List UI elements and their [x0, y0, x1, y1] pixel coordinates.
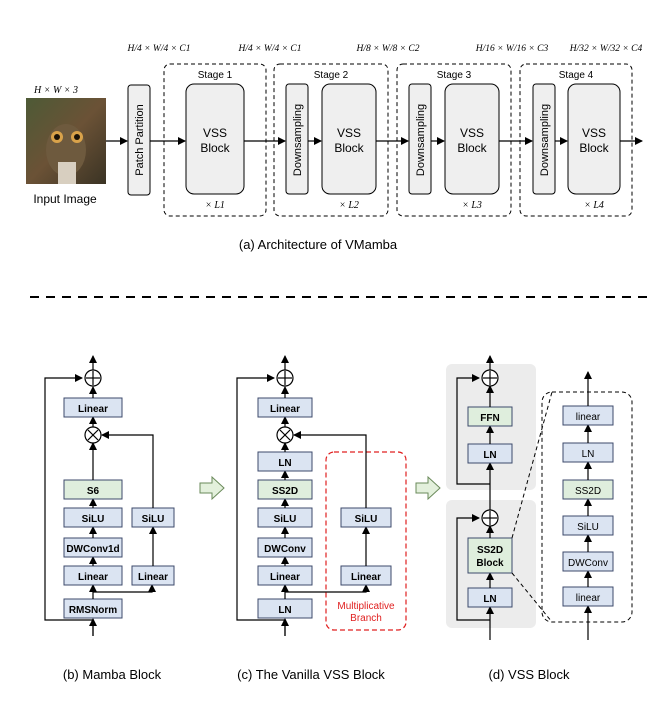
stage-3-frame: [396, 63, 512, 217]
vanilla-dwconv-label: DWConv: [264, 544, 306, 555]
stage-4-downsampling-box: [532, 83, 556, 195]
vanilla-vss-section: LN Linear DWConv SiLU SS2D LN Linear Lin…: [236, 355, 407, 682]
stage-3-title: Stage 3: [437, 70, 472, 81]
detail-ss2d-label: SS2D: [575, 486, 601, 497]
stage-2-downsampling-box: [285, 83, 309, 195]
mamba-silu-right-label: SiLU: [142, 514, 165, 525]
branch-label-line1: Multiplicative: [337, 601, 395, 612]
mamba-linear-top-label: Linear: [78, 404, 108, 415]
stage-2-repeat: × L2: [339, 200, 359, 211]
mamba-dwconv-label: DWConv1d: [66, 544, 119, 555]
stage-1-vss-line2: Block: [200, 141, 230, 155]
stage-3-vss-line1: VSS: [460, 126, 484, 140]
stage-2-title: Stage 2: [314, 70, 349, 81]
stage-4-title: Stage 4: [559, 70, 594, 81]
caption-d: (d) VSS Block: [489, 667, 570, 682]
detail-dwconv-label: DWConv: [568, 558, 608, 569]
patch-partition-label: Patch Partition: [134, 104, 146, 176]
vanilla-ln-mid-label: LN: [278, 458, 291, 469]
dim-label-5: H/32 × W/32 × C4: [569, 44, 643, 54]
mamba-s6-label: S6: [87, 486, 100, 497]
stage-3-vss-block: [444, 83, 500, 195]
caption-c: (c) The Vanilla VSS Block: [237, 667, 385, 682]
dim-label-3: H/8 × W/8 × C2: [356, 44, 420, 54]
stage-3-downsampling-label: Downsampling: [415, 104, 427, 176]
vanilla-silu-label: SiLU: [274, 514, 297, 525]
mamba-linear-label: Linear: [78, 572, 108, 583]
mamba-linear-right-label: Linear: [138, 572, 168, 583]
mamba-silu-label: SiLU: [82, 514, 105, 525]
vanilla-silu-right-label: SiLU: [355, 514, 378, 525]
detail-linear-bottom-label: linear: [576, 593, 601, 604]
vanilla-linear-top-label: Linear: [270, 404, 300, 415]
input-image-label: Input Image: [33, 192, 97, 206]
vss-ss2d-block-line1: SS2D: [477, 545, 503, 556]
stage-2-frame: [273, 63, 389, 217]
vanilla-ln-bottom-label: LN: [278, 605, 291, 616]
dim-label-2: H/4 × W/4 × C1: [238, 44, 302, 54]
vanilla-ss2d-label: SS2D: [272, 486, 298, 497]
stage-2-downsampling-label: Downsampling: [292, 104, 304, 176]
stage-4-vss-line1: VSS: [582, 126, 606, 140]
stage-4-downsampling-label: Downsampling: [539, 104, 551, 176]
mamba-block-section: RMSNorm Linear DWConv1d SiLU S6 Linear L…: [44, 355, 175, 682]
stage-4-repeat: × L4: [584, 200, 604, 211]
input-dim-label: H × W × 3: [33, 85, 78, 96]
detail-silu-label: SiLU: [577, 522, 599, 533]
ss2d-detail-frame: [541, 391, 633, 623]
vss-block-section: LN SS2D Block LN FFN linear DWConv SiLU: [446, 355, 633, 682]
mamba-rmsnorm-label: RMSNorm: [69, 605, 117, 616]
stage-4-vss-block: [567, 83, 621, 195]
architecture-section: H × W × 3 H/4 × W/4 × C1 H/4 × W/4 × C1 …: [26, 44, 643, 252]
stage-1-vss-line1: VSS: [203, 126, 227, 140]
vss-ss2d-block-box: [467, 537, 513, 574]
stage-4-vss-line2: Block: [579, 141, 609, 155]
transition-arrow-icon-1: [199, 475, 225, 501]
input-image: [26, 98, 106, 184]
stage-3-repeat: × L3: [462, 200, 482, 211]
caption-a: (a) Architecture of VMamba: [239, 237, 398, 252]
stage-3-vss-line2: Block: [457, 141, 487, 155]
vss-ss2d-block-line2: Block: [476, 558, 504, 569]
detail-linear-top-label: linear: [576, 412, 601, 423]
stage-1-title: Stage 1: [198, 70, 233, 81]
detail-ln-label: LN: [582, 449, 595, 460]
dim-label-1: H/4 × W/4 × C1: [127, 44, 191, 54]
stage-1-vss-block: [185, 83, 245, 195]
stage-2-vss-line2: Block: [334, 141, 364, 155]
vanilla-linear-label: Linear: [270, 572, 300, 583]
vss-ln-ffn-label: LN: [483, 450, 496, 461]
patch-partition-box: [127, 84, 151, 196]
stage-1-frame: [163, 63, 267, 217]
vanilla-linear-right-label: Linear: [351, 572, 381, 583]
vss-ln-ss2d-label: LN: [483, 594, 496, 605]
dim-label-4: H/16 × W/16 × C3: [475, 44, 549, 54]
stage-2-vss-line1: VSS: [337, 126, 361, 140]
stage-2-vss-block: [321, 83, 377, 195]
stage-3-downsampling-box: [408, 83, 432, 195]
caption-b: (b) Mamba Block: [63, 667, 162, 682]
vss-ffn-label: FFN: [480, 413, 499, 424]
stage-4-frame: [519, 63, 633, 217]
branch-label-line2: Branch: [350, 613, 382, 624]
transition-arrow-icon-2: [415, 475, 441, 501]
stage-1-repeat: × L1: [205, 200, 225, 211]
